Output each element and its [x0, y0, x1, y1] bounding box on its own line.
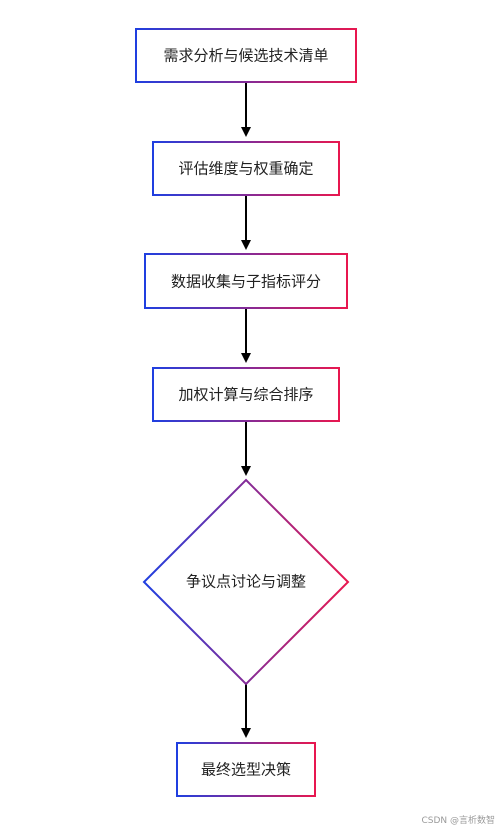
node-label: 数据收集与子指标评分: [171, 273, 321, 291]
process-node-final-decision[interactable]: 最终选型决策: [176, 742, 316, 797]
decision-node-discussion[interactable]: 争议点讨论与调整: [142, 478, 350, 686]
node-box: [152, 141, 340, 196]
node-box: [135, 28, 357, 83]
node-box: [152, 367, 340, 422]
node-label: 需求分析与候选技术清单: [163, 47, 328, 65]
node-label: 评估维度与权重确定: [178, 160, 313, 178]
watermark: CSDN @言析数智: [421, 816, 495, 826]
node-box: [176, 742, 316, 797]
node-label: 争议点讨论与调整: [186, 573, 306, 591]
process-node-data-collection[interactable]: 数据收集与子指标评分: [144, 253, 348, 309]
process-node-weighted-ranking[interactable]: 加权计算与综合排序: [152, 367, 340, 422]
node-label: 最终选型决策: [201, 761, 291, 779]
process-node-requirements[interactable]: 需求分析与候选技术清单: [135, 28, 357, 83]
process-node-evaluation-dimensions[interactable]: 评估维度与权重确定: [152, 141, 340, 196]
node-box: [144, 253, 348, 309]
node-label: 加权计算与综合排序: [178, 386, 313, 404]
decision-diamond: [142, 478, 350, 686]
